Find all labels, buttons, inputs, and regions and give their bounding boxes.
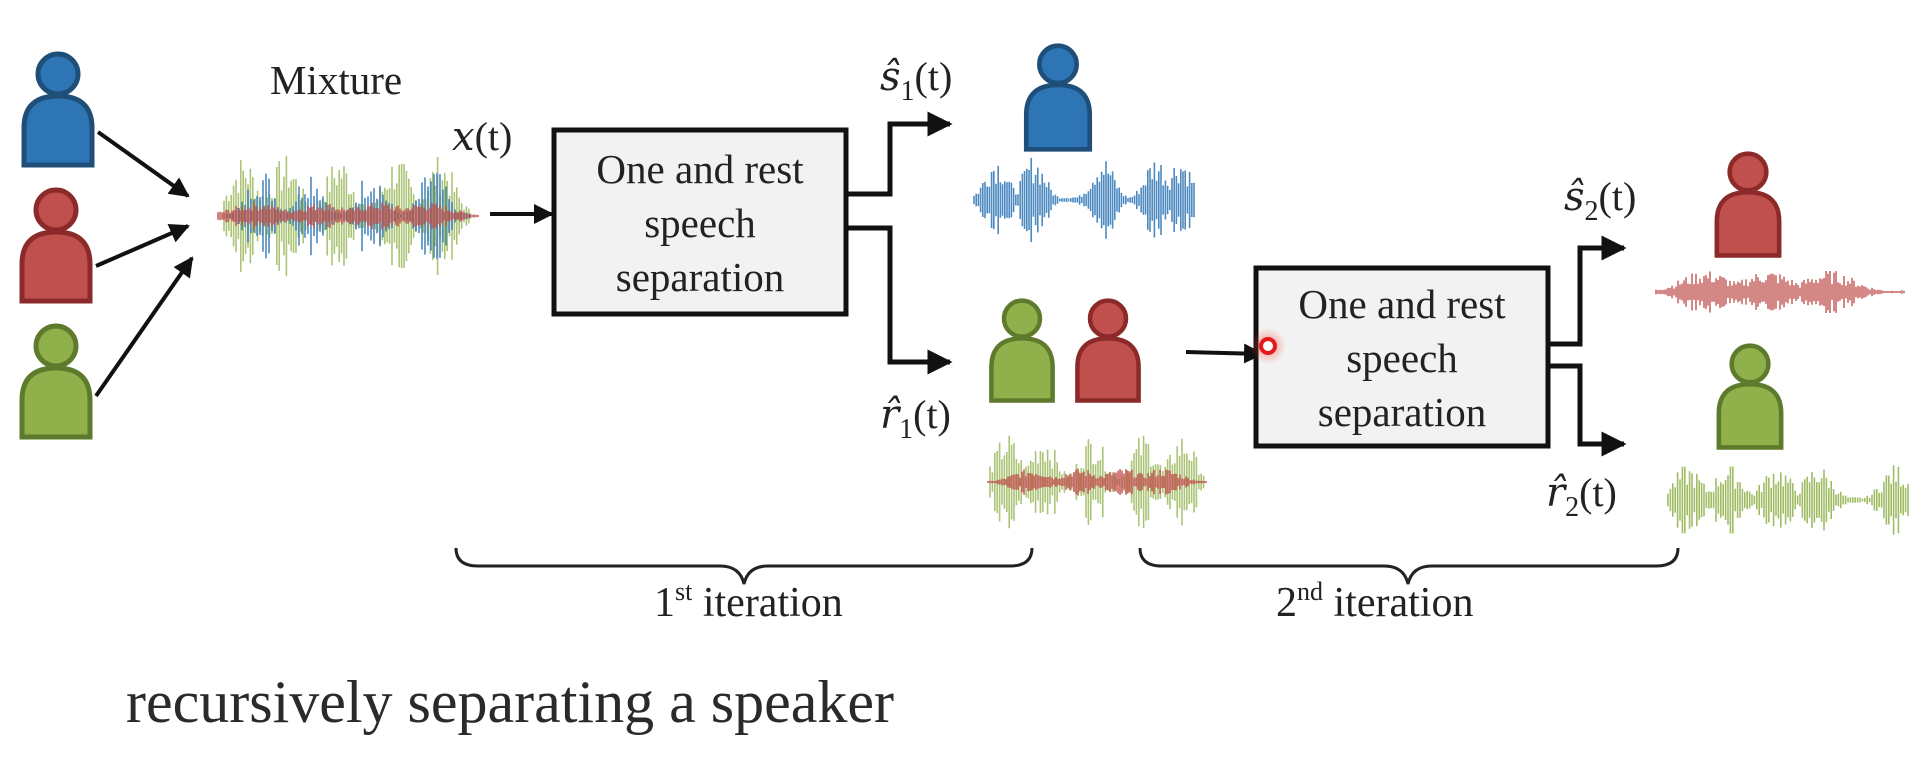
estimated-source-1-label: ŝ1(t) [880, 54, 952, 107]
block1-output-arrows [846, 111, 953, 375]
speaker-green-residual-icon [991, 301, 1052, 401]
speaker-blue-icon [24, 54, 92, 165]
speaker-green-icon [22, 326, 90, 437]
speaker-red-output-icon [1717, 154, 1779, 256]
iteration-2-brace [1138, 547, 1680, 585]
iteration-2-label: 2nd iteration [1276, 577, 1473, 626]
block2-line2: speech [1346, 335, 1458, 381]
estimated-source-2-label: ŝ2(t) [1564, 174, 1636, 227]
iteration-1-brace [454, 547, 1034, 585]
caption-text: recursively separating a speaker [126, 669, 894, 735]
mixing-arrows [94, 130, 194, 398]
residual-2-label: r̂2(t) [1546, 470, 1617, 523]
block2-output-arrows [1548, 235, 1627, 457]
source-2-waveform-icon [1655, 271, 1905, 313]
speaker-green-output-icon [1719, 346, 1781, 448]
speaker-blue-output-icon [1026, 46, 1089, 150]
input-signal-label: x(t) [452, 114, 512, 160]
block1-line1: One and rest [596, 146, 804, 192]
residual-1-label: r̂1(t) [880, 392, 951, 445]
residual-1-waveform-icon [987, 435, 1207, 529]
block2-input-arrow [1185, 343, 1264, 364]
source-1-waveform-icon [973, 157, 1195, 243]
cursor-indicator-icon [1250, 328, 1286, 364]
iteration-1-label: 1st iteration [654, 577, 843, 626]
mixture-waveform-icon [217, 155, 479, 277]
block1-line3: separation [616, 254, 784, 300]
speaker-red-residual-icon [1077, 301, 1138, 401]
residual-2-waveform-icon [1667, 465, 1909, 535]
speaker-red-icon [22, 190, 90, 301]
mixture-label: Mixture [270, 57, 402, 103]
block1-line2: speech [644, 200, 756, 246]
block2-line3: separation [1318, 389, 1486, 435]
separation-block-1: One and rest speech separation [551, 127, 849, 317]
block2-line1: One and rest [1298, 281, 1506, 327]
separation-block-2: One and rest speech separation [1253, 265, 1551, 449]
